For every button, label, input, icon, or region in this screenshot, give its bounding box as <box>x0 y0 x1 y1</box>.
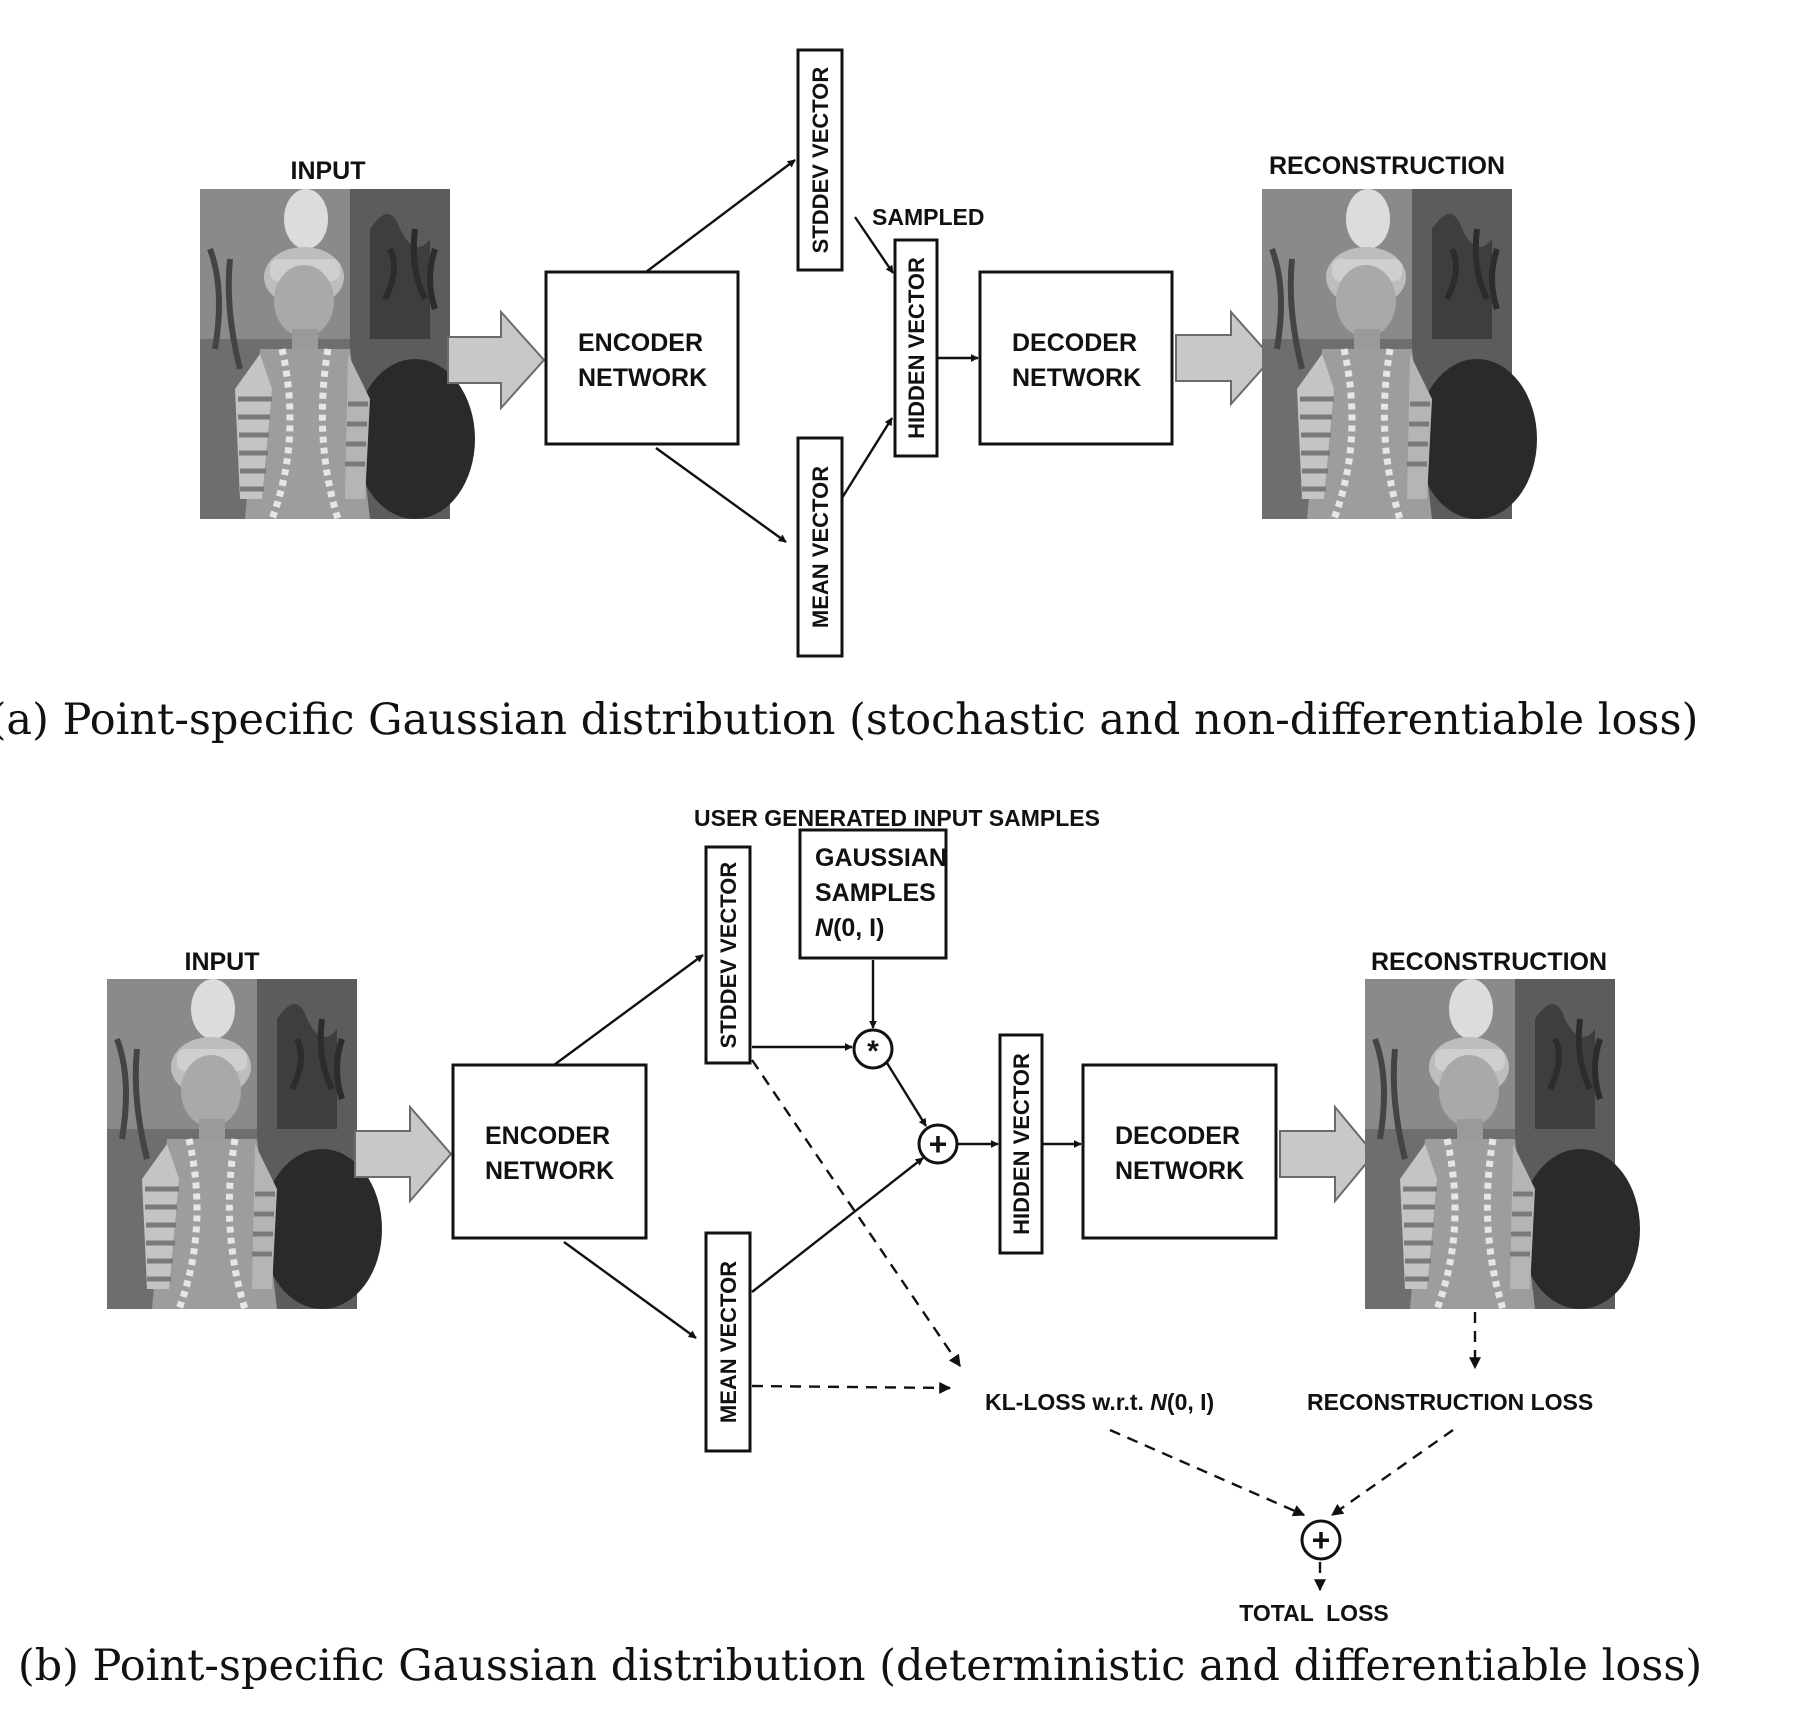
gaussian-label-line2: SAMPLES <box>815 879 936 907</box>
total-plus-node <box>1300 1519 1342 1561</box>
hidden-vector-label: HIDDEN VECTOR <box>1009 1053 1034 1235</box>
decoder-network-box <box>978 270 1174 446</box>
encoder-to-mean-edge <box>563 1241 697 1339</box>
hidden-vector-label: HIDDEN VECTOR <box>904 257 929 439</box>
sampled-label: SAMPLED <box>872 204 984 230</box>
input-image <box>107 979 382 1309</box>
multiply-symbol: * <box>867 1035 879 1068</box>
mean-to-plus-edge <box>751 1157 924 1293</box>
decoder-label-line1: DECODER <box>1115 1122 1240 1150</box>
hidden-vector-box <box>893 238 939 458</box>
user-generated-label: USER GENERATED INPUT SAMPLES <box>694 805 1100 831</box>
multiply-to-plus-edge <box>885 1062 928 1127</box>
panel-b: USER GENERATED INPUT SAMPLES GAUSSIAN SA… <box>18 805 1702 1691</box>
reconloss-to-total-edge <box>1331 1429 1454 1516</box>
gaussian-label-line1: GAUSSIAN <box>815 844 947 872</box>
mean-vector-label: MEAN VECTOR <box>808 466 833 628</box>
reconstruction-image <box>1262 189 1537 519</box>
decoder-label-line2: NETWORK <box>1012 364 1141 392</box>
reconstruction-loss-label: RECONSTRUCTION LOSS <box>1307 1389 1593 1415</box>
reconstruction-label: RECONSTRUCTION <box>1269 152 1505 180</box>
encoder-label-line1: ENCODER <box>578 329 703 357</box>
encoder-label-line1: ENCODER <box>485 1122 610 1150</box>
caption-a: (a) Point-specific Gaussian distribution… <box>0 695 1698 745</box>
input-to-encoder-arrow <box>447 309 546 411</box>
caption-b: (b) Point-specific Gaussian distribution… <box>18 1641 1702 1691</box>
encoder-to-stddev-edge <box>553 954 704 1066</box>
kl-loss-label: KL-LOSS w.r.t. N(0, I) <box>985 1389 1214 1415</box>
decoder-label-line1: DECODER <box>1012 329 1137 357</box>
gaussian-dist-label: N(0, I) <box>815 914 884 942</box>
multiply-node <box>852 1028 894 1070</box>
hidden-vector-box <box>998 1033 1044 1255</box>
mean-to-kl-loss-edge <box>751 1381 952 1394</box>
encoder-label-line2: NETWORK <box>578 364 707 392</box>
stddev-vector-box <box>704 845 752 1065</box>
mean-vector-box <box>796 436 844 658</box>
kl-to-total-edge <box>1109 1428 1306 1517</box>
input-label: INPUT <box>185 948 260 976</box>
encoder-network-box <box>451 1063 648 1240</box>
input-to-encoder-arrow <box>354 1104 453 1204</box>
encoder-network-box <box>544 270 740 446</box>
total-loss-label: TOTAL LOSS <box>1239 1600 1389 1626</box>
plus-symbol: + <box>929 1126 948 1162</box>
input-image <box>200 189 475 519</box>
stddev-vector-label: STDDEV VECTOR <box>716 862 741 1049</box>
decoder-to-output-arrow <box>1279 1104 1376 1204</box>
mean-vector-label: MEAN VECTOR <box>716 1261 741 1423</box>
stddev-to-hidden-edge <box>854 216 894 274</box>
stddev-vector-label: STDDEV VECTOR <box>808 67 833 254</box>
encoder-to-stddev-edge <box>645 159 796 273</box>
mean-to-hidden-edge <box>840 417 894 499</box>
encoder-label-line2: NETWORK <box>485 1157 614 1185</box>
decoder-network-box <box>1081 1063 1278 1240</box>
encoder-to-mean-edge <box>655 447 787 543</box>
panel-a: INPUT ENCODER NETWORK STDDEV VECTOR MEAN… <box>0 48 1698 745</box>
decoder-to-output-arrow <box>1175 309 1274 407</box>
reconstruction-image <box>1365 979 1640 1309</box>
input-label: INPUT <box>291 157 366 185</box>
reconstruction-label: RECONSTRUCTION <box>1371 948 1607 976</box>
stddev-vector-box <box>796 48 844 272</box>
mean-vector-box <box>704 1231 752 1453</box>
total-plus-symbol: + <box>1312 1522 1331 1558</box>
plus-node <box>917 1123 959 1165</box>
gaussian-samples-box <box>798 828 948 960</box>
decoder-label-line2: NETWORK <box>1115 1157 1244 1185</box>
stddev-to-kl-loss-edge <box>751 1059 961 1367</box>
